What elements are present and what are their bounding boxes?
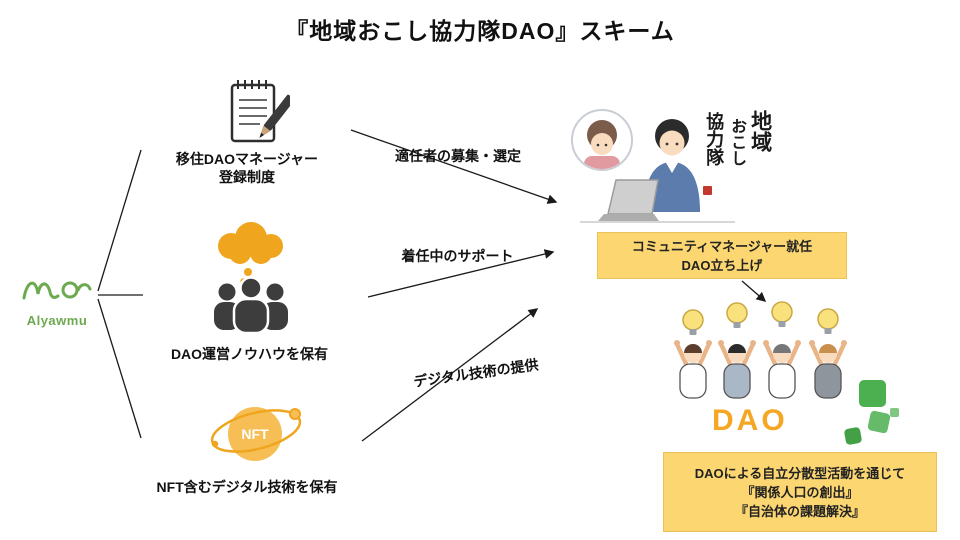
flow-label-support: 着任中のサポート bbox=[401, 248, 514, 264]
box-line: 『自治体の課題解決』 bbox=[734, 503, 865, 519]
box-line: DAO立ち上げ bbox=[681, 257, 763, 273]
people-icon bbox=[214, 222, 288, 334]
pencil-icon bbox=[259, 94, 290, 138]
chiiki-okoshi-calligraphy: 地域 おこし 協力隊 bbox=[701, 110, 772, 204]
recruit-illustration bbox=[571, 109, 735, 223]
nft-icon-text: NFT bbox=[241, 426, 269, 442]
label-ijuu-dao-manager: 移住DAOマネージャー 登録制度 bbox=[152, 150, 342, 186]
group-silhouette bbox=[214, 276, 288, 334]
box-line: DAOによる自立分散型活動を通じて bbox=[694, 465, 906, 481]
arrow-support bbox=[367, 249, 555, 298]
diagram-title: 『地域おこし協力隊DAO』スキーム bbox=[285, 18, 675, 44]
calligraphy-column: 協力隊 bbox=[704, 112, 725, 166]
arrow-box-to-dao bbox=[741, 280, 767, 302]
calligraphy-column: 地域 bbox=[748, 110, 773, 152]
notepad-icon bbox=[230, 80, 290, 143]
label-dao-knowhow: DAO運営ノウハウを保有 bbox=[152, 345, 347, 363]
label-line: NFT含むデジタル技術を保有 bbox=[156, 479, 338, 495]
nft-icon: NFT bbox=[210, 407, 302, 461]
green-blocks-icon bbox=[844, 380, 899, 445]
label-line: 移住DAOマネージャー bbox=[175, 151, 319, 167]
arrow-digital bbox=[361, 308, 539, 442]
calligraphy-column: おこし bbox=[728, 118, 746, 166]
flow-label-recruitment: 適任者の募集・選定 bbox=[395, 148, 521, 164]
label-line: 登録制度 bbox=[219, 169, 275, 185]
box-line: コミュニティマネージャー就任 bbox=[631, 238, 813, 254]
cheering-figures bbox=[674, 340, 847, 399]
box-line: 『関係人口の創出』 bbox=[741, 484, 859, 500]
box-community-manager: コミュニティマネージャー就任 DAO立ち上げ bbox=[597, 232, 847, 279]
thought-cloud-icon bbox=[218, 222, 283, 284]
lightbulb-icons bbox=[682, 301, 839, 335]
dao-illustration bbox=[674, 301, 899, 445]
laptop-icon bbox=[598, 179, 659, 221]
man-at-laptop bbox=[644, 119, 700, 212]
fan-line-bottom bbox=[97, 298, 142, 439]
alyawmu-logo: Alyawmu bbox=[14, 268, 100, 328]
woman-avatar bbox=[571, 109, 633, 171]
alyawmu-logo-mark bbox=[22, 281, 92, 300]
arrow-recruitment bbox=[350, 129, 558, 204]
fan-line-top bbox=[97, 149, 142, 292]
alyawmu-logo-text: Alyawmu bbox=[26, 313, 88, 328]
hanko-seal-icon bbox=[703, 186, 712, 195]
box-outcome: DAOによる自立分散型活動を通じて 『関係人口の創出』 『自治体の課題解決』 bbox=[663, 452, 937, 532]
label-nft-digital: NFT含むデジタル技術を保有 bbox=[137, 478, 357, 496]
label-line: DAO運営ノウハウを保有 bbox=[170, 346, 329, 362]
dao-label: DAO bbox=[712, 404, 788, 437]
